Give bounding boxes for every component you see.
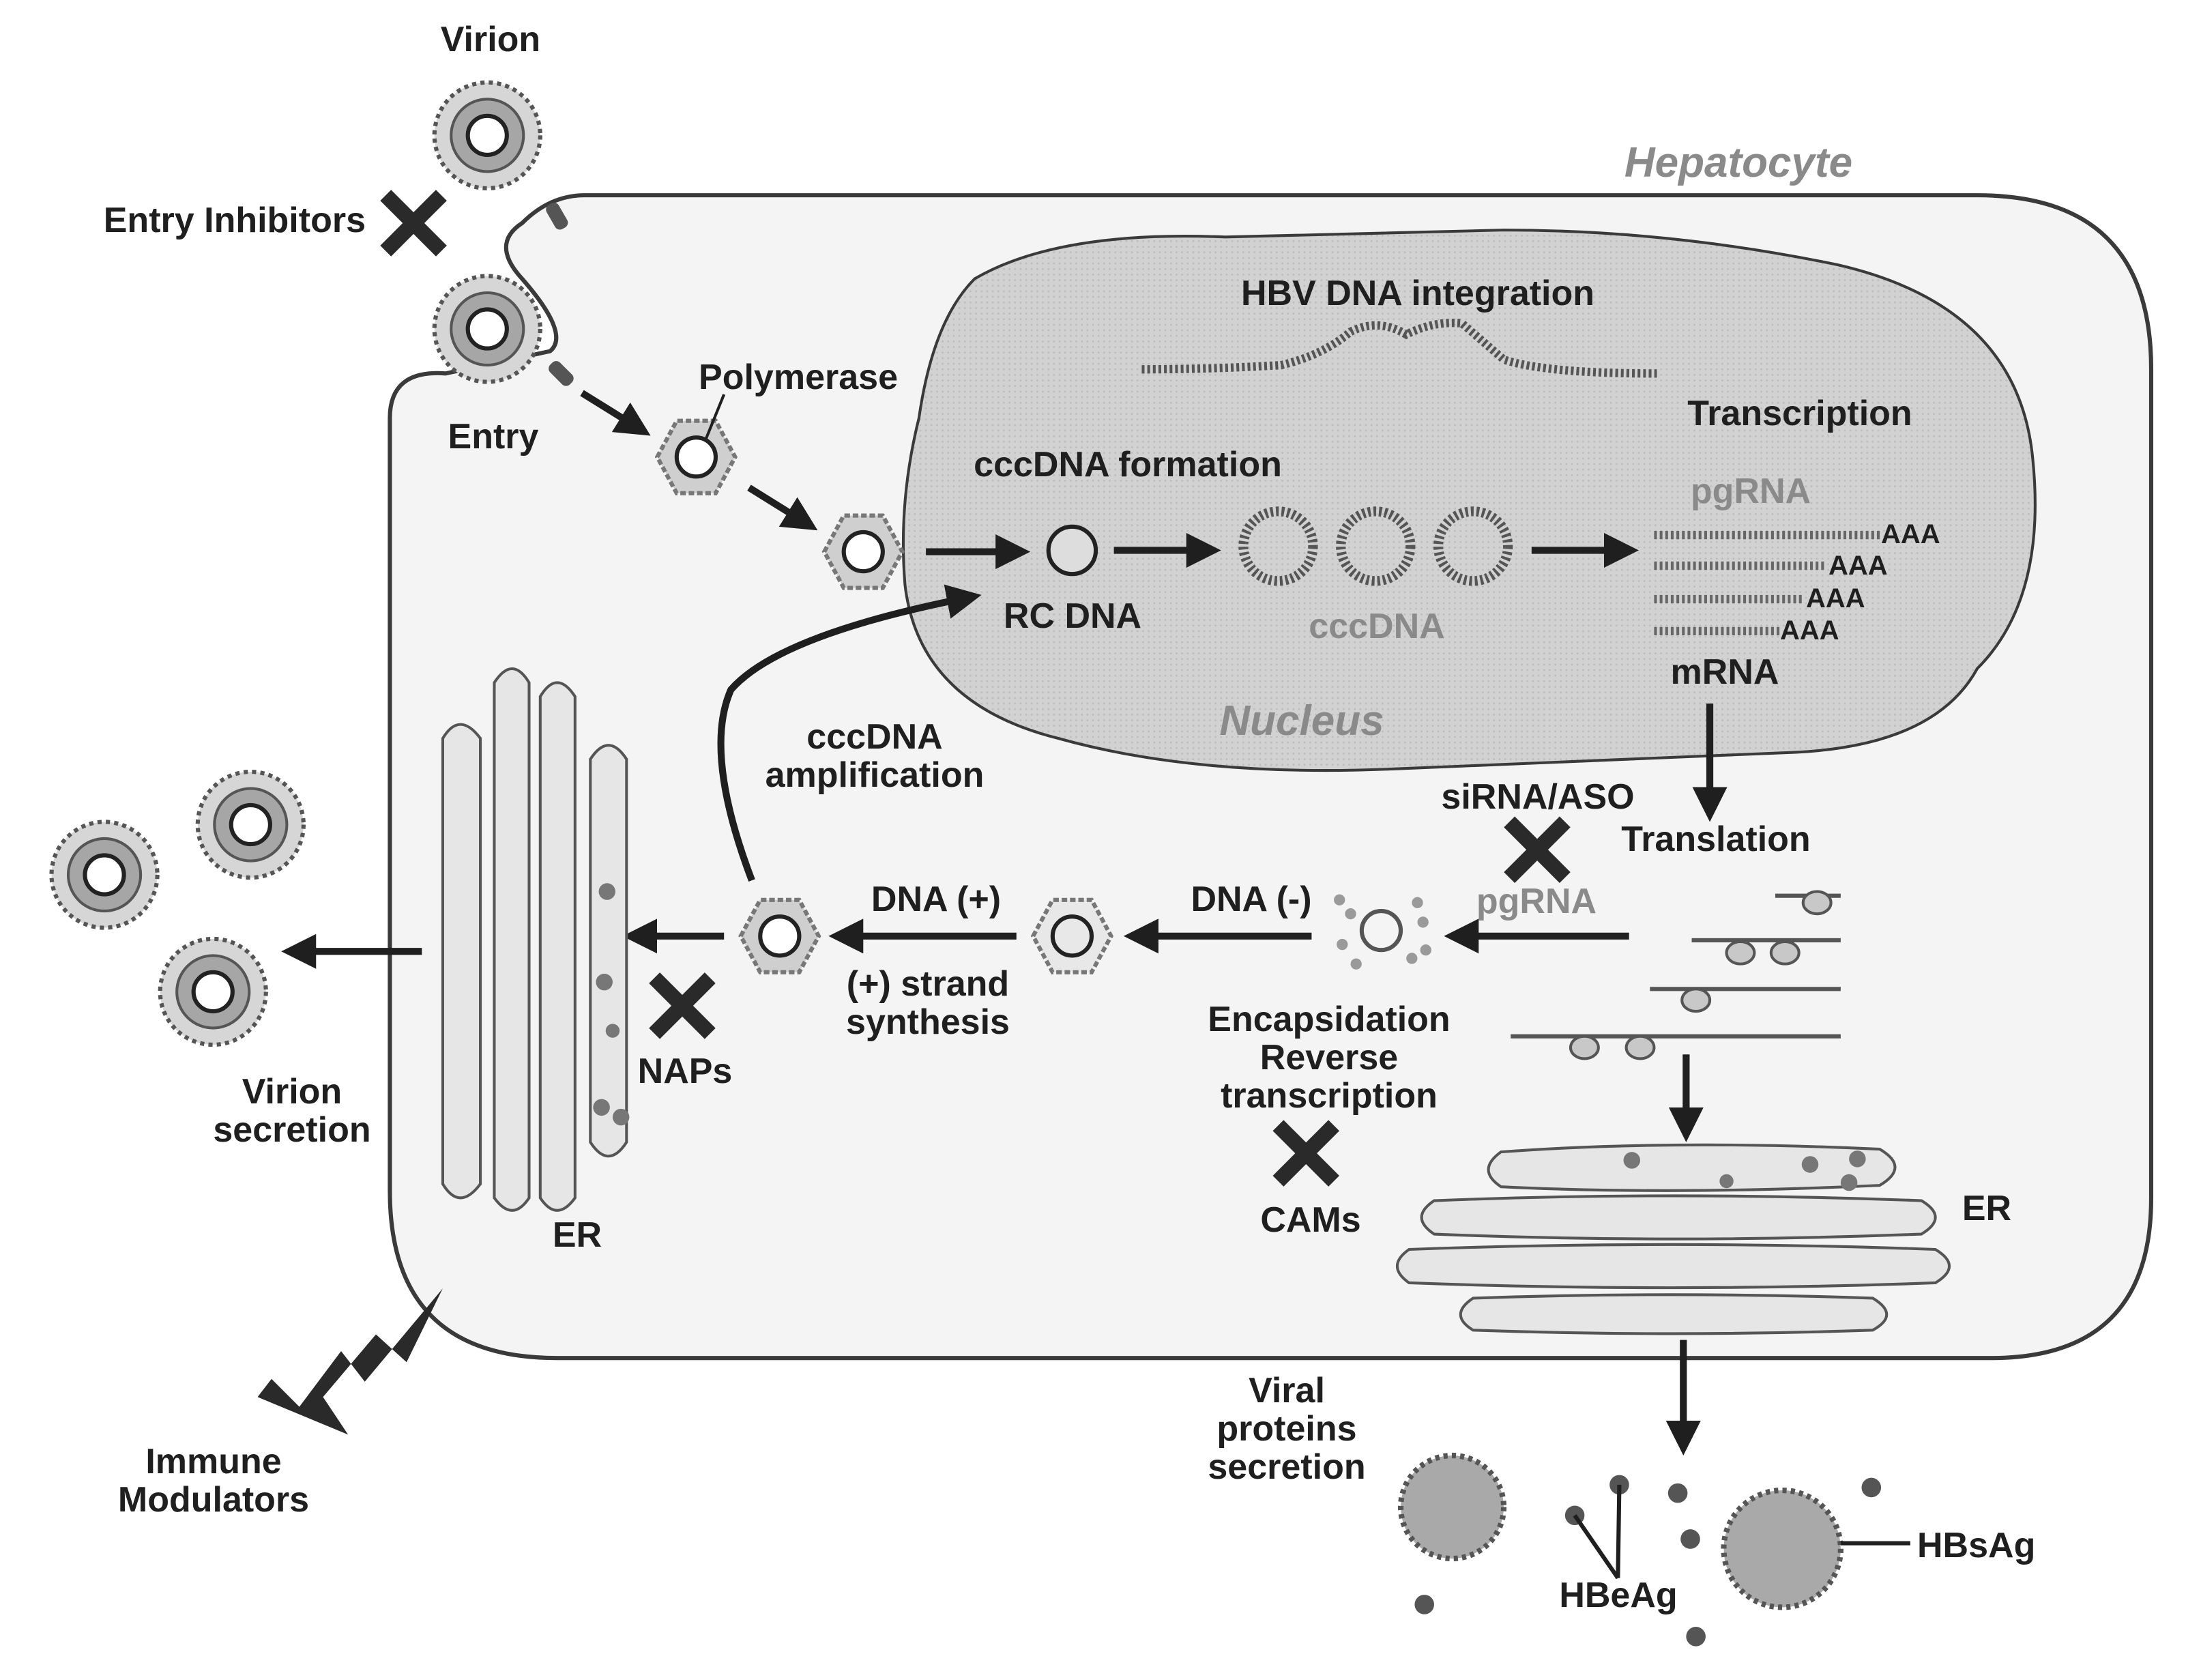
subviral-particle <box>1397 1452 1507 1562</box>
lightning-bolt-icon <box>257 1288 443 1435</box>
pregenomic-encapsidation <box>1334 894 1431 970</box>
amplification-arrow <box>717 584 982 882</box>
label-aaa-4: AAA <box>1780 615 1839 646</box>
receptor <box>546 202 568 230</box>
label-pgrna-cytoplasm: pgRNA <box>1476 882 1597 921</box>
receptor <box>549 361 574 386</box>
ribosome <box>1725 940 1756 966</box>
secreted-virion <box>158 936 268 1047</box>
label-er-right: ER <box>1962 1189 2012 1228</box>
label-immune-modulators: Immune Modulators <box>118 1443 309 1519</box>
label-line: secretion <box>1208 1447 1366 1488</box>
capsid-icon <box>1030 897 1114 974</box>
label-rc-dna: RC DNA <box>1003 596 1142 636</box>
naps-x-icon <box>649 972 716 1039</box>
label-polymerase: Polymerase <box>699 358 898 397</box>
label-aaa-1: AAA <box>1881 519 1940 549</box>
cccdna-circle <box>1238 506 1318 586</box>
label-line: synthesis <box>846 1002 1010 1043</box>
entry-inhibitor-x-icon <box>380 190 447 257</box>
secreted-virion <box>195 769 306 880</box>
label-dna-plus: DNA (+) <box>871 880 1002 919</box>
label-line: Modulators <box>117 1480 310 1520</box>
label-transcription: Transcription <box>1687 394 1912 433</box>
polymerase-pointer <box>704 394 726 440</box>
label-viral-proteins-secretion: Viral proteins secretion <box>1208 1371 1366 1488</box>
secreted-virion <box>49 820 160 930</box>
ribosome <box>1569 1034 1600 1060</box>
virion-particle <box>432 80 542 190</box>
label-line: Encapsidation <box>1208 1000 1451 1039</box>
label-hbeag: HBeAg <box>1559 1576 1678 1615</box>
cccdna-circle <box>1336 506 1416 586</box>
label-mrna: mRNA <box>1670 652 1779 692</box>
er-left <box>441 667 628 1212</box>
label-line: amplification <box>765 755 985 796</box>
label-sirna-aso: siRNA/ASO <box>1441 777 1635 817</box>
label-hbv-dna-integration: HBV DNA integration <box>1240 274 1595 313</box>
label-encapsidation-rt: Encapsidation Reverse transcription <box>1208 1000 1451 1116</box>
label-entry-inhibitors: Entry Inhibitors <box>103 201 366 240</box>
label-line: Virion <box>242 1072 343 1112</box>
ribosome <box>1769 940 1801 966</box>
label-cams: CAMs <box>1260 1200 1361 1240</box>
ribosome <box>1680 987 1712 1013</box>
hbeag-pointer <box>1573 1514 1620 1580</box>
cccdna-circle <box>1433 506 1513 586</box>
hbeag-pointer <box>1616 1484 1622 1578</box>
capsid-icon <box>654 418 738 495</box>
label-line: transcription <box>1221 1076 1438 1116</box>
er-vesicles <box>1623 1150 1866 1191</box>
label-plus-strand-synthesis: (+) strand synthesis <box>846 965 1010 1041</box>
arrow <box>747 484 818 531</box>
cams-x-icon <box>1272 1120 1339 1187</box>
ribosome <box>1624 1034 1656 1060</box>
rc-dna-circle <box>1046 524 1098 577</box>
label-line: secretion <box>213 1110 371 1150</box>
capsid-icon <box>821 513 905 590</box>
label-line: Immune <box>145 1442 282 1481</box>
label-cccdna-formation: cccDNA formation <box>974 445 1282 484</box>
sirna-aso-x-icon <box>1504 816 1571 884</box>
label-line: (+) strand <box>846 964 1010 1004</box>
label-nucleus: Nucleus <box>1219 697 1384 744</box>
label-line: Reverse <box>1259 1038 1399 1078</box>
label-line: cccDNA <box>806 717 943 757</box>
label-virion: Virion <box>440 20 541 59</box>
ribosome <box>1801 890 1833 916</box>
label-cccdna: cccDNA <box>1309 607 1445 646</box>
capsid-icon <box>738 897 821 974</box>
label-line: Viral <box>1249 1371 1325 1410</box>
label-virion-secretion: Virion secretion <box>213 1073 370 1149</box>
er-right <box>1396 1143 1951 1335</box>
label-line: proteins <box>1216 1409 1357 1449</box>
integrated-hbv-dna <box>1141 319 1657 378</box>
label-hepatocyte: Hepatocyte <box>1624 139 1853 186</box>
label-aaa-3: AAA <box>1806 583 1865 613</box>
label-hbsag: HBsAg <box>1917 1526 2036 1565</box>
subviral-particle <box>1721 1487 1843 1610</box>
entering-virion <box>432 274 542 384</box>
label-pgrna-nucleus: pgRNA <box>1690 472 1811 511</box>
label-dna-minus: DNA (-) <box>1191 880 1312 919</box>
label-er-left: ER <box>552 1215 602 1255</box>
label-aaa-2: AAA <box>1828 551 1888 581</box>
er-vesicles <box>593 883 630 1126</box>
label-naps: NAPs <box>637 1052 733 1091</box>
label-translation: Translation <box>1621 820 1811 859</box>
label-entry: Entry <box>448 417 539 457</box>
arrow <box>580 390 651 436</box>
label-cccdna-amplification: cccDNA amplification <box>766 718 985 794</box>
